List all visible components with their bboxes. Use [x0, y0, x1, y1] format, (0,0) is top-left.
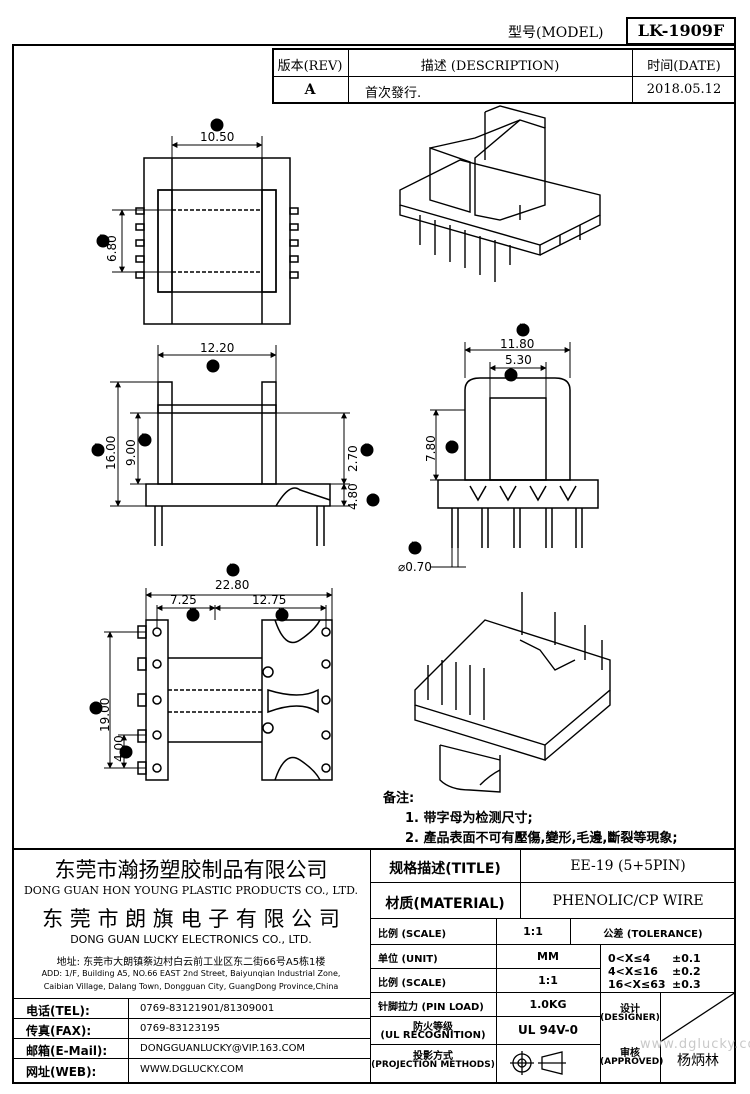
dim-L-letter: L	[229, 563, 235, 573]
dim-M-value: 7.25	[170, 593, 197, 607]
dim-O-letter: O	[92, 701, 100, 711]
material-label: 材质(MATERIAL)	[385, 896, 505, 912]
tol-range-3: 16<X≤63	[608, 978, 666, 991]
company-name-2-en: DONG GUAN LUCKY ELECTRONICS CO., LTD.	[70, 933, 312, 946]
dimension-labels	[89, 118, 530, 759]
model-value-box: LK-1909F	[626, 17, 736, 45]
dim-O-value: 19.00	[98, 697, 112, 732]
model-label: 型号(MODEL)	[508, 25, 604, 41]
scale2-label: 比例 (SCALE)	[378, 978, 447, 989]
company-address-cn: 地址: 东莞市大朗镇蔡边村白云前工业区东二街66号A5栋1楼	[56, 957, 326, 968]
title-label: 规格描述(TITLE)	[389, 861, 501, 877]
date-header: 时间(DATE)	[647, 59, 721, 74]
note-2: 2. 產品表面不可有壓傷,變形,毛邊,斷裂等現象;	[405, 831, 678, 846]
dim-G-value: 4.80	[346, 483, 360, 510]
dim-B-value: 6.80	[105, 235, 119, 262]
projection-label-1: 投影方式	[413, 1051, 453, 1062]
rev-header: 版本(REV)	[277, 59, 343, 74]
dim-C-letter: C	[209, 359, 216, 369]
tolerance-label: 公差 (TOLERANCE)	[603, 929, 703, 940]
unit-label: 单位 (UNIT)	[378, 954, 438, 965]
dim-D-letter: D	[94, 443, 101, 453]
isometric-view-2	[414, 592, 611, 793]
approver-name: 杨炳林	[677, 1053, 719, 1069]
dim-P-letter: P	[122, 745, 128, 755]
dim-H-letter: H	[519, 323, 526, 333]
scale-label: 比例 (SCALE)	[378, 929, 447, 940]
tol-value-1: ±0.1	[672, 952, 701, 965]
approved-label-2: (APPROVED)	[600, 1057, 664, 1067]
dim-H-value: 11.80	[500, 337, 535, 351]
tol-value-3: ±0.3	[672, 978, 701, 991]
bottom-view	[104, 588, 333, 781]
dim-A-letter: A	[213, 118, 220, 128]
side-view	[430, 342, 599, 568]
approved-label-1: 审核	[620, 1048, 640, 1059]
dim-K-value: ⌀0.70	[398, 560, 432, 574]
dim-B-letter: B	[99, 234, 106, 244]
company-name-1-en: DONG GUAN HON YOUNG PLASTIC PRODUCTS CO.…	[23, 884, 359, 897]
dim-E-letter: E	[141, 433, 147, 443]
desc-header: 描述 (DESCRIPTION)	[420, 59, 560, 74]
company-address-en-1: ADD: 1/F, Building A5, NO.66 EAST 2nd St…	[41, 969, 341, 978]
dim-M-letter: M	[189, 608, 197, 618]
web-value: WWW.DGLUCKY.COM	[140, 1064, 244, 1075]
dim-G-letter: G	[369, 493, 376, 503]
scale2-value: 1:1	[538, 974, 558, 987]
title-value: EE-19 (5+5PIN)	[570, 858, 686, 874]
email-label: 邮箱(E-Mail):	[26, 1044, 108, 1058]
tel-label: 电话(TEL):	[26, 1004, 90, 1018]
tol-value-2: ±0.2	[672, 965, 701, 978]
dim-E-value: 9.00	[124, 439, 138, 466]
notes-heading: 备注:	[383, 791, 415, 806]
model-value: LK-1909F	[637, 21, 725, 40]
dim-F-letter: F	[364, 443, 370, 453]
rev-value: A	[304, 82, 316, 98]
tol-range-1: 0<X≤4	[608, 952, 651, 965]
dim-J-letter: J	[449, 440, 452, 450]
tel-value: 0769-83121901/81309001	[140, 1003, 275, 1014]
dim-A-value: 10.50	[200, 130, 235, 144]
dim-I-value: 5.30	[505, 353, 532, 367]
company-name-1-cn: 东莞市瀚扬塑胶制品有限公司	[54, 858, 328, 882]
pin-load-label: 针脚拉力 (PIN LOAD)	[378, 1002, 484, 1013]
dim-I-letter: I	[509, 368, 512, 378]
material-value: PHENOLIC/CP WIRE	[552, 893, 704, 909]
email-value: DONGGUANLUCKY@VIP.163.COM	[140, 1043, 306, 1054]
designer-label-1: 设计	[620, 1004, 640, 1015]
approval-diagonal	[660, 992, 736, 1042]
front-view	[110, 345, 350, 546]
top-view	[112, 136, 299, 325]
dim-J-value: 7.80	[424, 435, 438, 462]
ul-label-2: (UL RECOGNITION)	[380, 1030, 486, 1041]
fax-label: 传真(FAX):	[26, 1024, 92, 1038]
watermark: www.dglucky.com	[640, 1037, 750, 1052]
title-block	[12, 848, 736, 1084]
desc-value: 首次發行.	[365, 86, 422, 101]
dim-K-letter: K	[411, 541, 417, 551]
projection-symbol-icon	[510, 1051, 566, 1075]
company-address-en-2: Caibian Village, Dalang Town, Dongguan C…	[43, 982, 339, 991]
technical-drawing	[89, 105, 611, 793]
designer-label-2: (DESIGNER)	[600, 1013, 660, 1023]
dim-N-value: 12.75	[252, 593, 287, 607]
dim-C-value: 12.20	[200, 341, 235, 355]
dim-L-value: 22.80	[215, 578, 250, 592]
dim-D-value: 16.00	[104, 435, 118, 470]
dim-N-letter: N	[278, 608, 285, 618]
scale-value: 1:1	[523, 925, 543, 938]
ul-label-1: 防火等级	[413, 1022, 453, 1033]
tol-range-2: 4<X≤16	[608, 965, 658, 978]
company-name-2-cn: 东 莞 市 朗 旗 电 子 有 限 公 司	[42, 907, 340, 931]
projection-label-2: (PROJECTION METHODS)	[371, 1060, 495, 1070]
fax-value: 0769-83123195	[140, 1023, 220, 1034]
isometric-view-1	[399, 105, 601, 282]
date-value: 2018.05.12	[646, 82, 722, 97]
web-label: 网址(WEB):	[26, 1065, 97, 1079]
pin-load-value: 1.0KG	[529, 998, 567, 1011]
ul-value: UL 94V-0	[517, 1023, 578, 1037]
dim-F-value: 2.70	[346, 445, 360, 472]
unit-value: MM	[537, 950, 559, 963]
note-1: 1. 带字母为检测尺寸;	[405, 811, 533, 826]
